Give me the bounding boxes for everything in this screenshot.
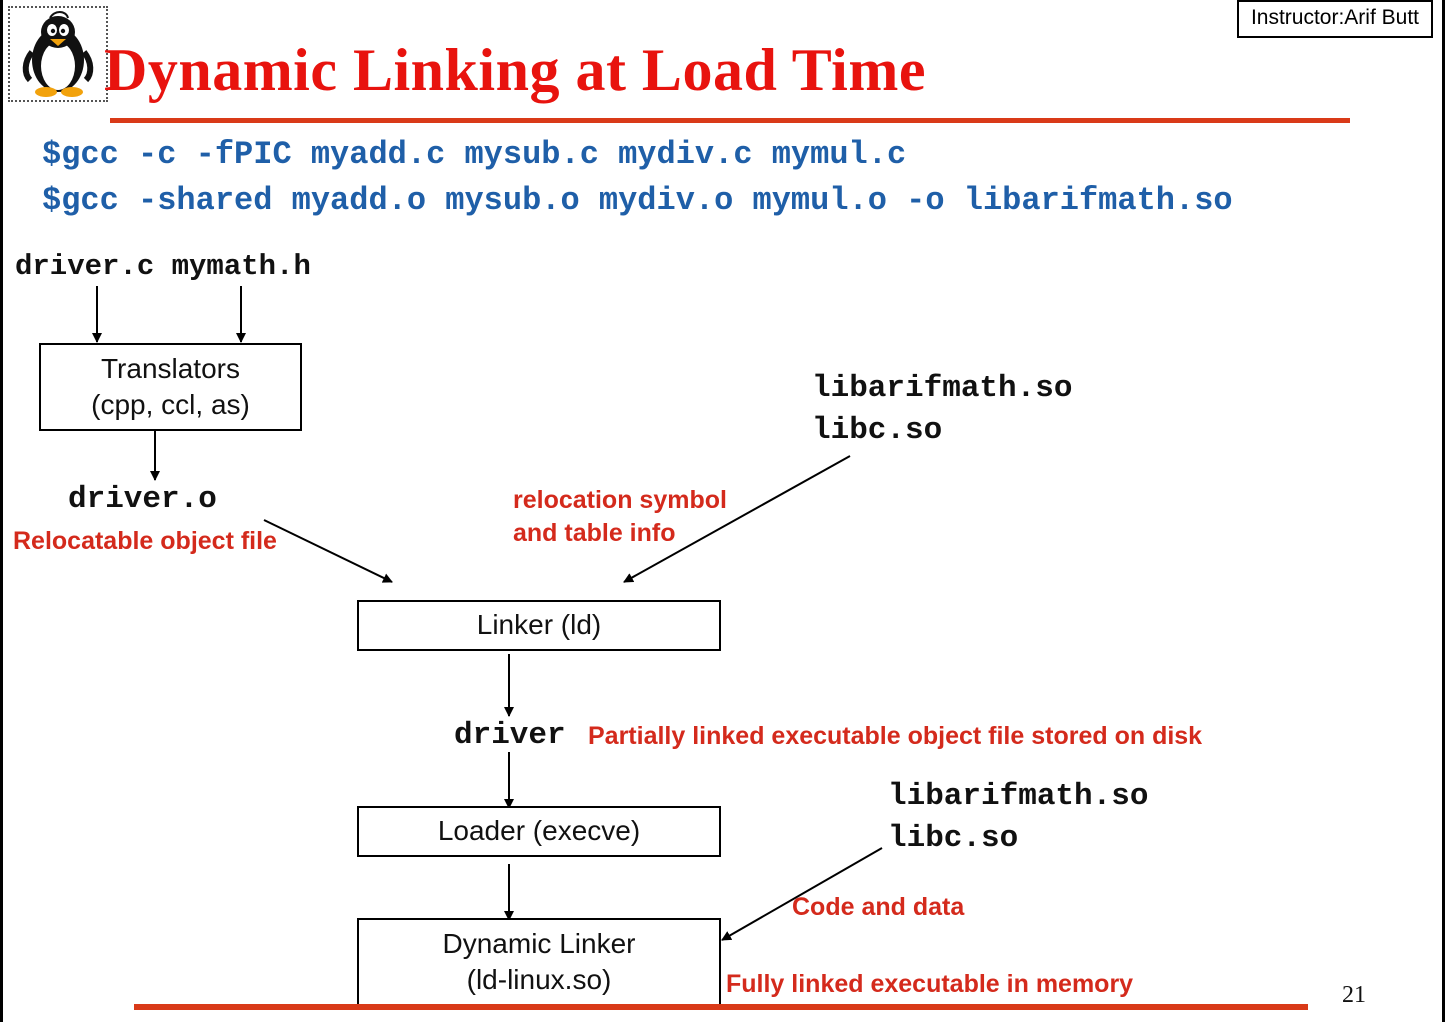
title-underline <box>110 118 1350 123</box>
fully-linked-label: Fully linked executable in memory <box>726 970 1134 998</box>
driver-executable: driver <box>454 718 566 753</box>
loader-box: Loader (execve) <box>357 806 721 857</box>
penguin-logo <box>8 6 108 102</box>
reloc-info-label: relocation symbol and table info <box>513 484 727 550</box>
arrow-driver-o-to-linker <box>263 519 393 583</box>
dynamic-linker-title: Dynamic Linker <box>442 927 636 959</box>
command-line-1: $gcc -c -fPIC myadd.c mysub.c mydiv.c my… <box>42 136 907 173</box>
slide-title: Dynamic Linking at Load Time <box>104 37 926 103</box>
penguin-icon <box>22 11 94 97</box>
code-data-label: Code and data <box>792 893 965 921</box>
page-number: 21 <box>1342 982 1366 1008</box>
translators-tools: (cpp, ccl, as) <box>91 389 250 420</box>
reloc-info-line1: relocation symbol <box>513 486 727 514</box>
libs-bottom: libarifmath.so libc.so <box>888 776 1148 860</box>
lib-arifmath-top: libarifmath.so <box>812 371 1073 406</box>
instructor-label: Instructor:Arif Butt <box>1236 0 1433 38</box>
loader-label: Loader (execve) <box>437 815 641 847</box>
linker-box: Linker (ld) <box>357 600 721 651</box>
slide-border-right <box>1442 0 1445 1022</box>
translators-title: Translators <box>100 352 240 384</box>
relocatable-label: Relocatable object file <box>13 527 277 555</box>
dynamic-linker-box: Dynamic Linker (ld-linux.so) <box>357 918 721 1006</box>
footer-rule <box>134 1004 1308 1010</box>
driver-o-file: driver.o <box>68 482 217 517</box>
lib-c-bottom: libc.so <box>888 821 1019 856</box>
command-line-2: $gcc -shared myadd.o mysub.o mydiv.o mym… <box>42 182 1233 219</box>
source-files: driver.c mymath.h <box>15 250 311 283</box>
linker-label: Linker (ld) <box>476 609 602 641</box>
slide-border-left <box>0 0 3 1022</box>
lib-arifmath-bottom: libarifmath.so <box>888 779 1149 814</box>
dynamic-linker-name: (ld-linux.so) <box>466 964 612 995</box>
arrow-libs-to-linker <box>623 455 851 583</box>
partial-label: Partially linked executable object file … <box>588 722 1203 750</box>
arrow-libs-to-dynamic-linker <box>721 847 883 941</box>
reloc-info-line2: and table info <box>513 519 676 547</box>
libs-top: libarifmath.so libc.so <box>812 368 1072 452</box>
translators-box: Translators (cpp, ccl, as) <box>39 343 302 431</box>
lib-c-top: libc.so <box>812 413 943 448</box>
